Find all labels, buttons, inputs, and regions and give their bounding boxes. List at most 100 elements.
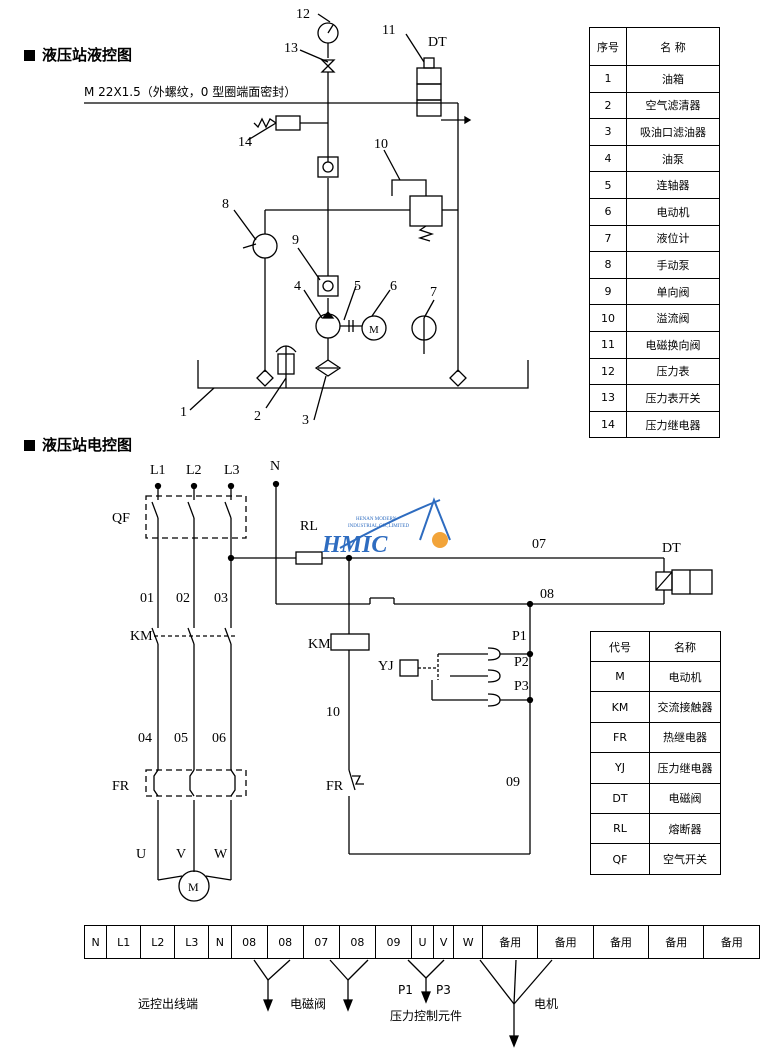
hydraulic-diagram: M 22X1.5（外螺纹，0 型圈端面密封） (84, 7, 529, 428)
solenoid-arrowhead (464, 115, 472, 125)
symbol-name: 电动机 (649, 660, 721, 693)
symbol-code: KM (590, 691, 650, 723)
check-valve-upper (317, 156, 339, 178)
header-index: 序号 (589, 27, 627, 66)
return-filter (449, 369, 467, 387)
symbol-name: 热继电器 (649, 721, 721, 754)
label-km-main: KM (130, 629, 153, 644)
symbol-code: DT (590, 782, 650, 814)
part-index: 8 (589, 251, 627, 279)
label-04: 04 (138, 731, 152, 746)
part-name: 油泵 (626, 144, 720, 173)
label-l3: L3 (224, 463, 240, 478)
phase-conductors (151, 486, 232, 881)
callout-3: 3 (302, 413, 309, 428)
part-index: 6 (589, 197, 627, 226)
callout-5: 5 (354, 279, 361, 294)
hydraulic-title-text: 液压站液控图 (42, 46, 133, 64)
label-rl: RL (300, 519, 318, 534)
phase-labels: L1 L2 L3 N QF 01 02 03 KM 04 05 06 FR U … (112, 459, 681, 862)
part-index: 7 (589, 224, 627, 253)
label-km-coil: KM (308, 637, 331, 652)
label-03: 03 (214, 591, 228, 606)
junction-p1 (526, 650, 534, 658)
check-valve-ball (322, 161, 334, 173)
callout-10: 10 (374, 137, 388, 152)
symbol-name: 压力继电器 (649, 752, 721, 784)
solenoid-valve-body-bot (416, 99, 442, 117)
terminal-cell: N (208, 925, 232, 959)
part-index: 3 (589, 118, 627, 146)
fr-heaters (153, 769, 236, 797)
terminal-cell: 备用 (703, 925, 760, 959)
label-fr-main: FR (112, 779, 130, 794)
electrical-title-text: 液压站电控图 (42, 436, 133, 454)
label-strip-p1: P1 (398, 983, 413, 997)
air-filter-body (277, 353, 295, 375)
check-valve-9-ball (322, 280, 334, 292)
motor-6 (361, 315, 387, 341)
symbol-table-header: 代号 名称 (590, 631, 721, 662)
terminal-cell: V (432, 925, 455, 959)
terminal-cell: 09 (374, 925, 413, 959)
callout-1: 1 (180, 405, 187, 420)
title-bullet (24, 440, 35, 451)
title-bullet (24, 50, 35, 61)
label-dt: DT (662, 541, 681, 556)
relief-spring (417, 225, 435, 242)
part-index: 1 (589, 65, 627, 93)
label-02: 02 (176, 591, 190, 606)
parts-table-header: 序号 名 称 (589, 27, 720, 66)
terminal-cell: 备用 (482, 925, 539, 959)
label-p1: P1 (512, 629, 527, 644)
terminal-strip-leaders (253, 959, 553, 1048)
part-name: 溢流阀 (626, 304, 720, 332)
part-index: 9 (589, 277, 627, 306)
check-valve-9 (317, 275, 339, 297)
part-name: 单向阀 (626, 277, 720, 306)
fr-contact-mark (352, 775, 364, 785)
label-remote: 远控出线端 (138, 997, 198, 1011)
label-w: W (214, 847, 228, 862)
relief-valve-10 (409, 195, 443, 227)
pump-direction (321, 310, 335, 319)
company-logo: HMIC HENAN MODERN INDUSTRIAL CO.,LIMITED (321, 497, 451, 558)
callout-2: 2 (254, 409, 261, 424)
part-index: 5 (589, 171, 627, 199)
solenoid-coil (423, 57, 435, 69)
fr-contact (348, 769, 356, 791)
gauge-switch-13 (320, 59, 336, 73)
callout-9: 9 (292, 233, 299, 248)
part-index: 11 (589, 330, 627, 359)
label-07: 07 (532, 537, 546, 552)
label-p3: P3 (514, 679, 529, 694)
label-u: U (136, 847, 146, 862)
yj-contacts (487, 647, 501, 707)
logo-line1: HENAN MODERN (356, 517, 397, 522)
callout-7: 7 (430, 285, 437, 300)
symbol-code: RL (590, 812, 650, 845)
terminal-cell: 07 (302, 925, 340, 959)
pressure-relay-14 (275, 115, 301, 131)
label-strip-p3: P3 (436, 983, 451, 997)
symbol-code: FR (590, 721, 650, 754)
terminal-cell: N (83, 925, 108, 959)
part-index: 12 (589, 357, 627, 386)
logo-text: HMIC (321, 532, 388, 558)
hydraulic-diagram-title: 液压站液控图 (24, 44, 132, 65)
symbol-name: 交流接触器 (649, 691, 721, 723)
label-v: V (176, 847, 186, 862)
terminal-strip-labels: 远控出线端 电磁阀 P1 P3 压力控制元件 电机 (138, 983, 558, 1023)
